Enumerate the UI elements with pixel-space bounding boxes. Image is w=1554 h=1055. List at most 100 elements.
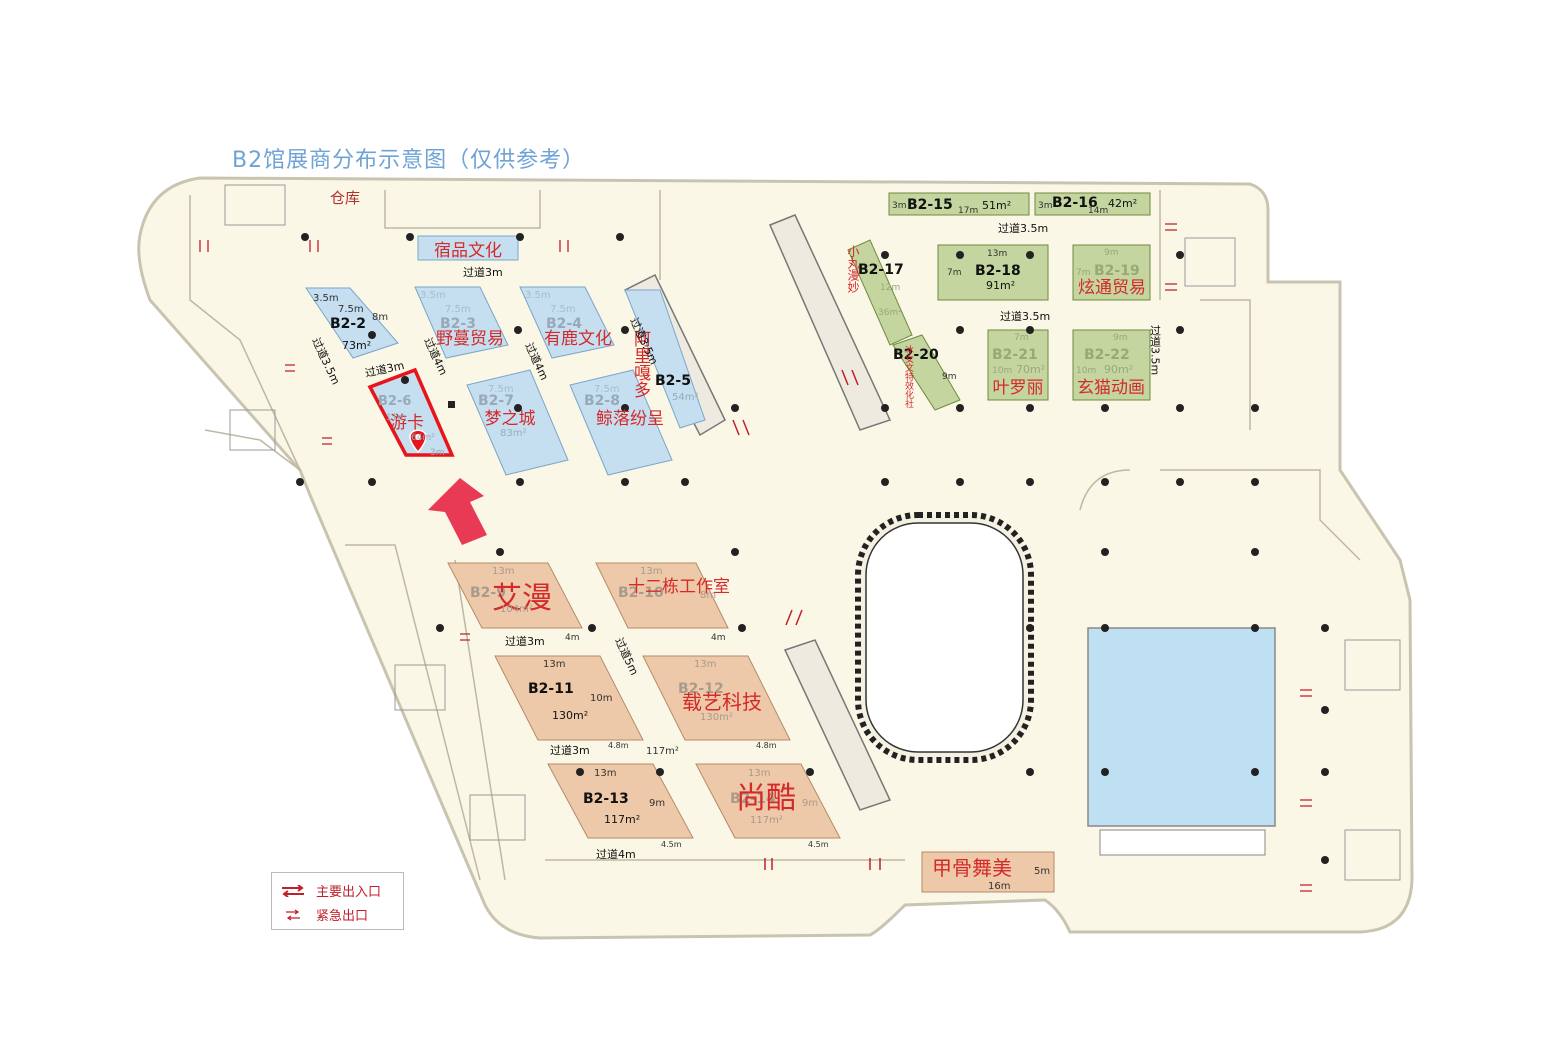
booth-id-b2-5: B2-5 [655,373,691,389]
exhibitor-b2-10: 十二栋工作室 [628,577,730,597]
booth-b2-10[interactable] [595,562,729,629]
dim-b2-18-w: 13m [987,249,1007,259]
booth-id-b2-17: B2-17 [858,262,904,278]
exhibitor-b2-22: 玄猫动画 [1077,378,1145,398]
dim-b2-13-w: 13m [594,768,616,779]
orange-booths [447,562,1055,893]
booth-b2-7[interactable] [466,369,569,476]
dim-b2-13-side: 4.5m [661,840,682,849]
area-b2-16: 42m² [1108,197,1137,210]
booth-id-b2-14: B2-14 [730,791,776,807]
dim-b2-10-h: 8m [700,590,716,601]
dim-b2-6-w: 11m [386,413,406,423]
legend-emergency-exit: 紧急出口 [280,905,368,924]
area-b2-12: 130m² [700,712,733,723]
booth-id-b2-20: B2-20 [893,347,939,363]
aisle-35-mid-right: 过道3.5m [1000,309,1050,323]
area-b2-11: 130m² [552,709,588,722]
emergency-exit-arrows-icon [286,908,300,921]
area-b2-2: 73m² [342,339,371,352]
exhibitor-b2-7: 梦之城 [485,409,536,429]
booth-id-b2-10: B2-10 [618,585,664,601]
booth-b2-6[interactable] [367,367,455,457]
booth-b2-13[interactable] [547,763,694,839]
area-b2-7: 83m² [500,428,526,439]
direction-arrow-icon [428,478,487,545]
booth-b2-5[interactable] [624,289,706,429]
area-b2-21: 70m² [1016,363,1045,376]
booth-id-b2-9: B2-9 [470,585,506,601]
dim-b2-15-side: 3m [892,201,907,211]
exhibitor-b2-3: 野蔓贸易 [436,329,504,349]
dim-b2-16-w: 14m [1088,206,1108,216]
area-b2-17: 36m² [878,308,902,318]
booth-b2-12[interactable] [642,655,791,741]
dim-b2-23-h: 5m [1034,866,1050,877]
dim-b2-18-h: 7m [947,268,962,278]
exhibitor-b2-19: 炫通贸易 [1078,278,1146,298]
booth-b2-16[interactable] [1034,192,1151,216]
booth-b2-15[interactable] [888,192,1030,216]
dim-b2-3-w: 7.5m [445,304,471,315]
dim-b2-14-side: 4.5m [808,840,829,849]
dim-b2-2-h: 8m [372,312,388,323]
dim-b2-21-w: 7m [1014,333,1029,343]
booth-b2-11[interactable] [494,655,644,741]
booth-b2-14[interactable] [695,763,841,839]
booth-b2-4[interactable] [519,286,615,359]
dim-b2-17-w: 12m [880,283,900,293]
dim-b2-22-w: 9m [1113,333,1128,343]
booth-b2-23[interactable] [921,851,1055,893]
booth-b2-2[interactable] [305,287,399,359]
emergency-exit-arrows-icon [199,223,1312,892]
booth-b2-19[interactable] [1072,244,1151,301]
exhibitor-b2-20: 冰女文特效化社 [903,344,914,409]
exhibitor-b2-1: 宿品文化 [434,241,502,261]
legend-emergency-exit-label: 紧急出口 [316,909,369,924]
booth-b2-21[interactable] [987,329,1049,401]
exhibitor-b2-6: 游卡 [390,413,424,433]
booth-id-b2-19: B2-19 [1094,263,1140,279]
booth-id-b2-7: B2-7 [478,393,514,409]
booth-b2-20[interactable] [892,334,961,411]
dim-b2-23-w: 16m [988,881,1010,892]
location-pin-icon [409,429,427,454]
booth-id-b2-15: B2-15 [907,197,953,213]
exhibitor-b2-14: 尚酷 [736,781,796,816]
aisle-35-right-vertical: 过道3.5m [1149,325,1162,376]
booth-b2-17[interactable] [847,239,913,346]
booth-id-b2-3: B2-3 [440,316,476,332]
columns [296,233,1329,864]
dim-b2-4-w: 7.5m [550,304,576,315]
dim-b2-12-w: 13m [694,659,716,670]
area-b2-6: 64m² [411,433,435,443]
area-b2-13: 117m² [604,813,640,826]
dim-b2-13-h: 9m [649,798,665,809]
booth-b2-22[interactable] [1072,329,1151,401]
booth-id-b2-18: B2-18 [975,263,1021,279]
booth-b2-8[interactable] [569,369,673,476]
exhibitor-b2-5: 阿里嘎多 [630,330,651,398]
dim-b2-14-h: 9m [802,798,818,809]
dim-b2-8-w: 7.5m [594,384,620,395]
booth-b2-9[interactable] [447,562,583,629]
dim-b2-11-side: 4.8m [608,741,629,750]
booth-b2-1[interactable] [417,235,519,261]
booth-id-b2-2: B2-2 [330,316,366,332]
dim-b2-4-side: 3.5m [525,290,551,301]
booth-b2-3[interactable] [414,286,509,359]
aisle-3m-mid: 过道3m [505,634,545,648]
area-b2-9: 104m² [500,604,533,615]
map-legend: 主要出入口 紧急出口 [271,872,404,930]
booth-id-b2-4: B2-4 [546,316,582,332]
dim-b2-3-side: 3.5m [420,290,446,301]
map-title: B2馆展商分布示意图（仅供参考） [232,148,586,173]
dim-b2-20-h: 9m [942,372,957,382]
blue-booths [305,235,706,476]
booth-id-b2-13: B2-13 [583,791,629,807]
dim-b2-12-side: 4.8m [756,741,777,750]
dim-b2-14-w: 13m [748,768,770,779]
dim-b2-10-side: 4m [711,633,726,643]
dim-b2-7-w: 7.5m [488,384,514,395]
